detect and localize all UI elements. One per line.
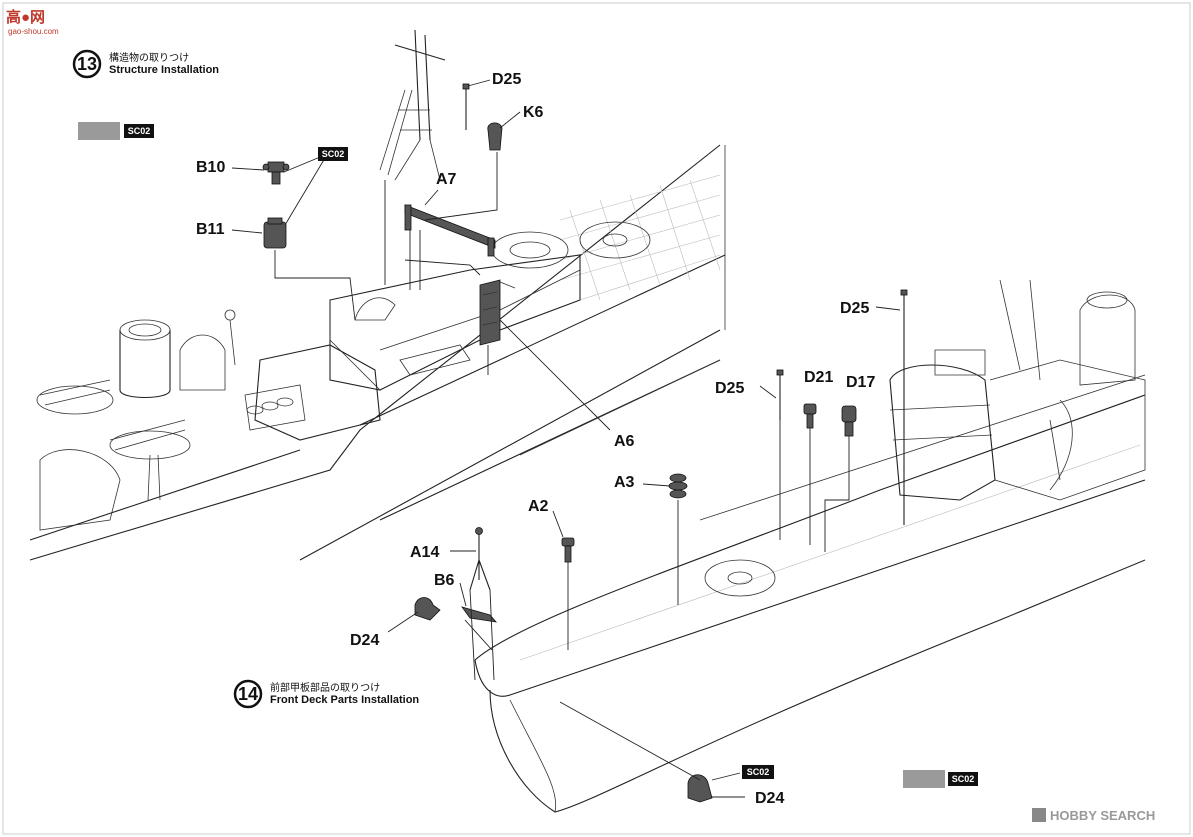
label-a6: A6 [614,433,635,450]
color-badge-d24: SC02 [742,765,774,779]
step13-title-jp: 構造物の取りつけ [109,51,189,64]
left-aa-guns [36,379,191,531]
lower-bridge [889,279,1146,501]
part-b6 [460,606,498,623]
upper-ship-hull [29,144,726,561]
deck-turret-ring [579,221,651,259]
watermark-bottom: HOBBY SEARCH [1032,808,1155,823]
part-b10 [262,161,290,185]
step14-title-jp: 前部甲板部品の取りつけ [270,681,380,694]
watermark-top-brand: 高●网 [6,8,45,26]
color-code-badge: SC02 [128,126,151,136]
step13-number: 13 [77,54,97,74]
funnel-left [119,309,381,441]
part-k6 [487,122,503,151]
leaders-step13 [231,79,611,431]
svg-text:SC02: SC02 [747,767,770,777]
part-d24-bottom [687,774,713,803]
step14-circle [233,679,263,709]
label-d17: D17 [846,374,875,391]
svg-text:SC02: SC02 [322,149,345,159]
watermark-top-site: gao-shou.com [8,27,59,36]
label-d24-left: D24 [350,632,379,649]
hobby-search-logo-icon [1032,808,1046,822]
label-k6: K6 [523,104,544,121]
step13-title-en: Structure Installation [109,64,219,76]
color-badge-b10: SC02 [318,147,348,161]
color-swatch-13: SC02 [78,122,154,140]
part-d24-left [414,597,441,621]
svg-text:SC02: SC02 [952,774,975,784]
lower-ship-hull [474,374,1146,813]
label-b10: B10 [196,159,225,176]
label-d25-right: D25 [840,300,869,317]
leaders-step14 [387,306,901,798]
step14-number: 14 [238,684,258,704]
label-d24-bottom: D24 [755,790,784,807]
part-a14 [469,527,491,591]
label-a3: A3 [614,474,635,491]
step14-title-en: Front Deck Parts Installation [270,694,419,706]
watermark-top: 高●网 gao-shou.com [6,8,59,36]
label-a2: A2 [528,498,549,515]
label-d25-top: D25 [492,71,521,88]
part-a2 [561,537,575,563]
lower-deck-ring [704,559,776,597]
label-d21: D21 [804,369,833,386]
watermark-bottom-brand: HOBBY SEARCH [1050,808,1155,823]
step14-header: 14 前部甲板部品の取りつけ Front Deck Parts Installa… [233,679,419,709]
mast-upper [379,29,446,181]
step13-header: 13 構造物の取りつけ Structure Installation [72,49,219,79]
step13-circle [72,49,102,79]
label-d25-mid: D25 [715,380,744,397]
label-a14: A14 [410,544,439,561]
part-a7 [404,204,496,257]
color-swatch-14: SC02 [903,770,978,788]
label-b6: B6 [434,572,455,589]
part-d21 [803,403,817,429]
part-d25-mid [776,369,784,420]
part-d25-right [900,289,908,525]
part-d25-top [462,83,470,130]
part-a3 [668,473,688,499]
label-b11: B11 [196,221,225,238]
part-d17 [841,405,857,437]
part-b11 [263,217,287,249]
part-a6 [479,279,516,346]
label-a7: A7 [436,171,457,188]
